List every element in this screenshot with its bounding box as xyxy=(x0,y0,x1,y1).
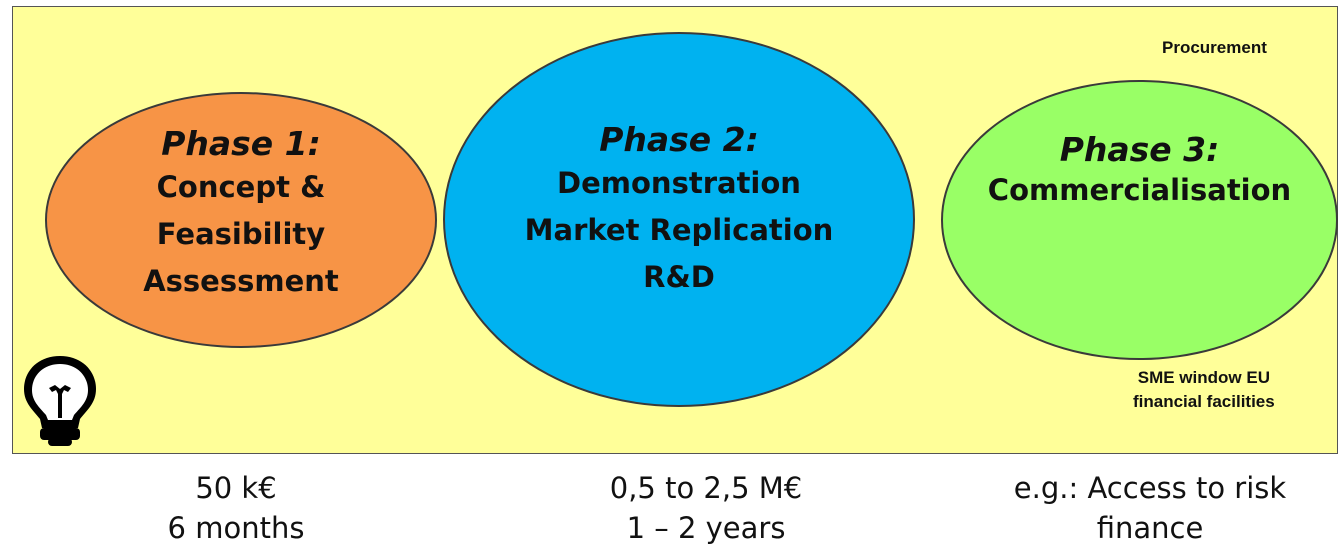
phase-1-title: Phase 1: xyxy=(161,124,321,163)
sme-window-line-2: financial facilities xyxy=(1133,392,1275,411)
phase-3-line-1: Commercialisation xyxy=(987,173,1292,207)
phase-2-ellipse: Phase 2: Demonstration Market Replicatio… xyxy=(443,32,915,407)
phase-3-support-line-2: finance xyxy=(1096,511,1204,545)
phase-3-title: Phase 3: xyxy=(1059,130,1220,169)
procurement-label: Procurement xyxy=(1162,38,1267,57)
sme-window-label: SME window EU financial facilities xyxy=(1133,366,1275,414)
phase-1-duration: 6 months xyxy=(167,511,305,545)
phase-3-support: e.g.: Access to risk finance xyxy=(980,468,1320,548)
phase-3-ellipse: Phase 3: Commercialisation xyxy=(941,80,1338,360)
phase-2-line-3: R&D xyxy=(643,260,715,294)
phase-1-line-3: Assessment xyxy=(143,264,339,298)
phase-2-line-1: Demonstration xyxy=(557,166,801,200)
lightbulb-icon xyxy=(24,356,96,446)
phase-1-ellipse: Phase 1: Concept & Feasibility Assessmen… xyxy=(45,92,437,348)
sme-window-line-1: SME window EU xyxy=(1137,368,1270,387)
phase-2-budget: 0,5 to 2,5 M€ 1 – 2 years xyxy=(556,468,856,548)
phase-1-budget: 50 k€ 6 months xyxy=(116,468,356,548)
phase-2-amount: 0,5 to 2,5 M€ xyxy=(609,471,803,505)
phase-1-line-1: Concept & xyxy=(156,170,326,204)
phase-1-amount: 50 k€ xyxy=(195,471,277,505)
phase-2-title: Phase 2: xyxy=(599,120,759,159)
phase-2-line-2: Market Replication xyxy=(524,213,834,247)
phase-3-support-line-1: e.g.: Access to risk xyxy=(1013,471,1287,505)
phase-1-line-2: Feasibility xyxy=(156,217,326,251)
phase-2-duration: 1 – 2 years xyxy=(626,511,786,545)
